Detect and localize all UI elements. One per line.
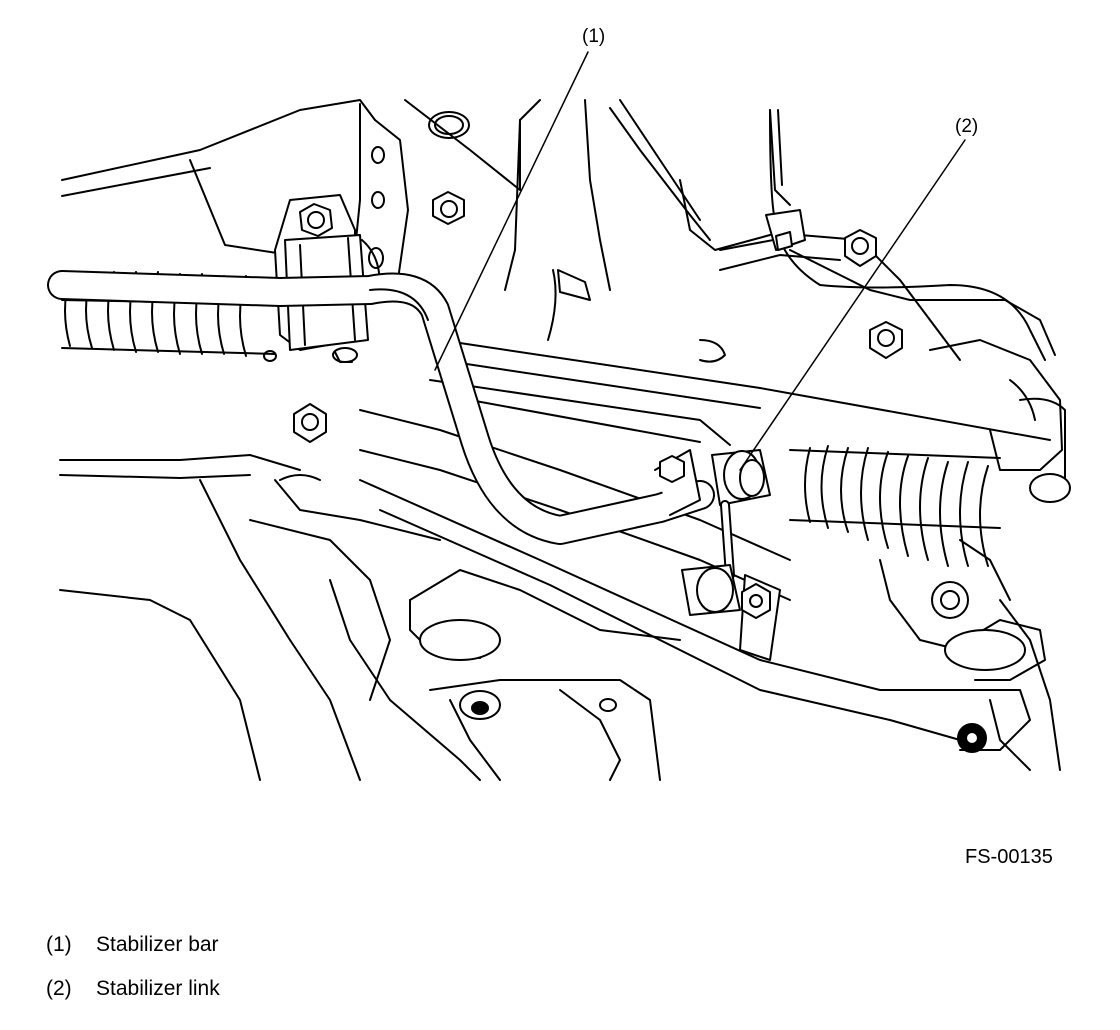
stabilizer-bar bbox=[47, 270, 715, 545]
legend-label: Stabilizer bar bbox=[96, 933, 219, 956]
legend-number: (1) bbox=[46, 933, 72, 956]
clamp-bolt-bottom bbox=[332, 347, 358, 363]
stabilizer-link bbox=[654, 449, 781, 661]
body-bolt bbox=[931, 581, 969, 619]
callout-label-1: (1) bbox=[582, 26, 606, 47]
body-bolt bbox=[844, 229, 877, 267]
body-bolt bbox=[432, 191, 465, 225]
body-holes bbox=[263, 111, 617, 720]
leader-lines bbox=[434, 51, 966, 471]
legend-label: Stabilizer link bbox=[96, 977, 220, 1000]
body-bolt bbox=[869, 321, 903, 359]
right-boot bbox=[789, 445, 1001, 567]
body-bolt bbox=[293, 403, 327, 443]
lower-arm bbox=[359, 479, 1046, 753]
brake-hose bbox=[547, 109, 1046, 363]
legend-number: (2) bbox=[46, 977, 72, 1000]
figure-code: FS-00135 bbox=[965, 846, 1053, 868]
legend-item-stabilizer-bar: (1) Stabilizer bar bbox=[46, 933, 219, 957]
tie-rod bbox=[429, 339, 1051, 446]
body-outline bbox=[59, 99, 1061, 781]
legend-item-stabilizer-link: (2) Stabilizer link bbox=[46, 977, 220, 1001]
steering-knuckle bbox=[929, 339, 1071, 503]
clamp-bolt-top bbox=[299, 203, 333, 237]
callout-label-2: (2) bbox=[955, 116, 979, 137]
